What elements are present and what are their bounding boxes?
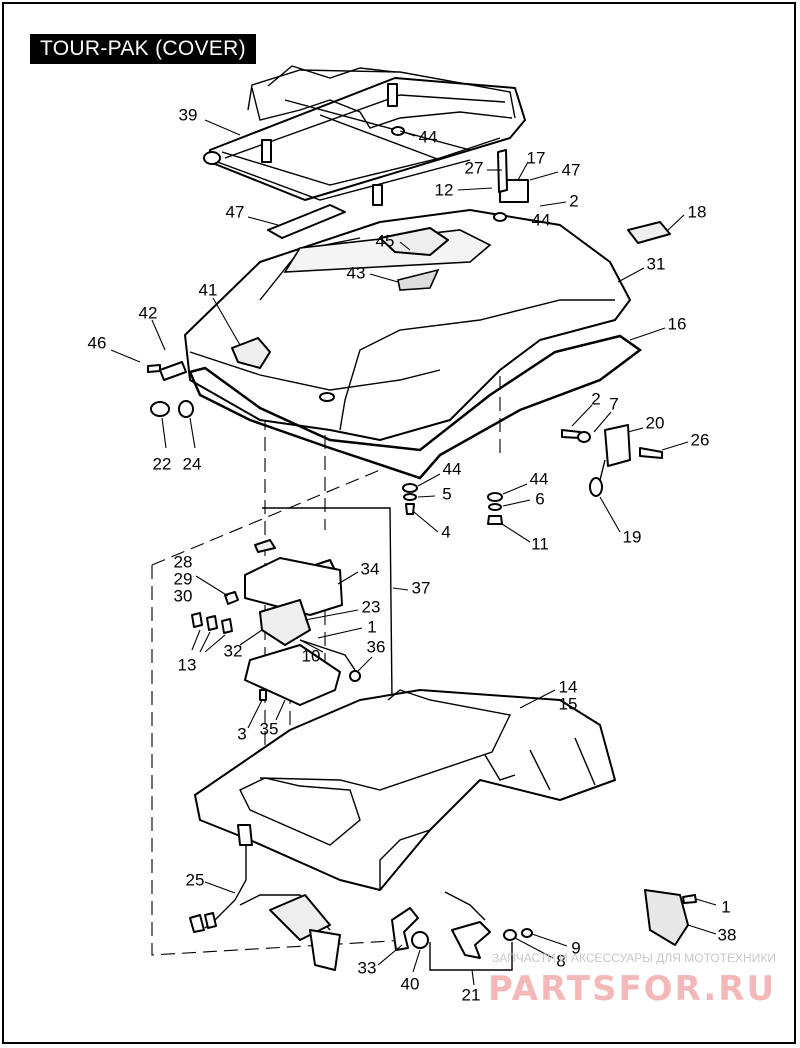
watermark-caption: ЗАПЧАСТИ И АКСЕССУАРЫ ДЛЯ МОТОТЕХНИКИ xyxy=(492,951,776,965)
callout-2: 2 xyxy=(591,389,600,408)
callout-27: 27 xyxy=(465,158,484,177)
callout-15: 15 xyxy=(559,694,578,713)
callout-2: 2 xyxy=(569,191,578,210)
hinge-and-lock xyxy=(147,361,194,418)
callout-32: 32 xyxy=(224,641,243,660)
callout-1: 1 xyxy=(367,617,376,636)
latch-hardware xyxy=(561,424,663,497)
sticker-18 xyxy=(627,221,671,244)
callout-10: 10 xyxy=(302,646,321,665)
callout-23: 23 xyxy=(362,597,381,616)
callout-9: 9 xyxy=(571,938,580,957)
callout-17: 17 xyxy=(527,148,546,167)
callout-28: 28 xyxy=(174,552,193,571)
callout-30: 30 xyxy=(174,586,193,605)
callout-11: 11 xyxy=(531,534,549,553)
callout-13: 13 xyxy=(178,655,197,674)
callout-4: 4 xyxy=(441,522,450,541)
callout-14: 14 xyxy=(559,677,578,696)
diagram-title: TOUR-PAK (COVER) xyxy=(30,34,256,64)
callout-12: 12 xyxy=(435,180,454,199)
callout-34: 34 xyxy=(361,559,380,578)
rack-pad xyxy=(267,204,346,239)
callout-36: 36 xyxy=(367,637,386,656)
callout-43: 43 xyxy=(347,263,366,282)
callout-33: 33 xyxy=(358,958,377,977)
watermark: ЗАПЧАСТИ И АКСЕССУАРЫ ДЛЯ МОТОТЕХНИКИ PA… xyxy=(488,951,776,1009)
callout-42: 42 xyxy=(139,303,158,322)
callout-22: 22 xyxy=(153,454,172,473)
callout-38: 38 xyxy=(718,925,737,944)
callout-35: 35 xyxy=(260,719,279,738)
callout-20: 20 xyxy=(646,413,665,432)
callout-44: 44 xyxy=(530,469,549,488)
callout-31: 31 xyxy=(647,254,666,273)
callout-41: 41 xyxy=(199,280,218,299)
latch-assembly xyxy=(391,889,697,971)
callout-6: 6 xyxy=(535,489,544,508)
callout-18: 18 xyxy=(688,202,707,221)
lid-gasket xyxy=(188,334,643,480)
callout-24: 24 xyxy=(183,454,202,473)
watermark-logo: PARTSFOR.RU xyxy=(488,969,776,1009)
wiring-harness xyxy=(189,824,341,971)
electronics-group xyxy=(191,507,393,711)
callout-39: 39 xyxy=(179,105,198,124)
callout-21: 21 xyxy=(462,985,481,1004)
luggage-rack xyxy=(203,65,526,206)
fastener-stacks xyxy=(402,483,503,525)
callout-45: 45 xyxy=(376,231,395,250)
callout-46: 46 xyxy=(88,333,107,352)
callout-47: 47 xyxy=(226,202,245,221)
callout-26: 26 xyxy=(691,430,710,449)
tour-pak-lid xyxy=(184,126,631,441)
callout-47: 47 xyxy=(562,160,581,179)
callout-44: 44 xyxy=(443,459,462,478)
callout-7: 7 xyxy=(609,394,618,413)
callout-19: 19 xyxy=(623,527,642,546)
callout-44: 44 xyxy=(532,210,551,229)
callout-40: 40 xyxy=(401,974,420,993)
callout-44: 44 xyxy=(419,127,438,146)
callout-37: 37 xyxy=(412,578,431,597)
callout-25: 25 xyxy=(186,870,205,889)
callout-3: 3 xyxy=(237,724,246,743)
callout-16: 16 xyxy=(668,314,687,333)
tour-pak-liner xyxy=(194,689,616,891)
callout-1: 1 xyxy=(721,897,730,916)
callout-8: 8 xyxy=(556,951,565,970)
leader-lines xyxy=(110,119,717,986)
callout-29: 29 xyxy=(174,569,193,588)
callout-5: 5 xyxy=(442,484,451,503)
